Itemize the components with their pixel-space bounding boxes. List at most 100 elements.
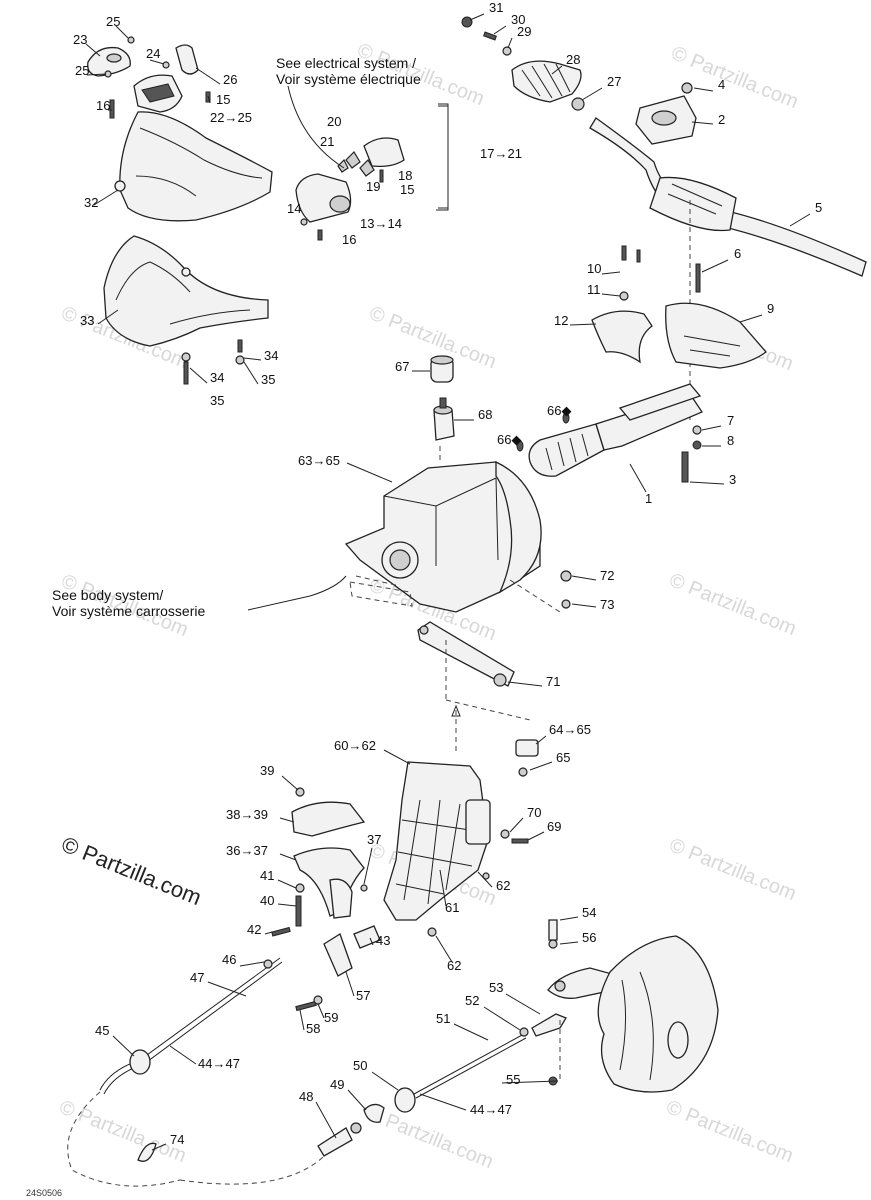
- part-label: 51: [436, 1011, 450, 1026]
- part-label: 66◆: [547, 403, 571, 418]
- part-label: 42: [247, 922, 261, 937]
- part-label: 19: [366, 179, 380, 194]
- part-label: 7: [727, 413, 734, 428]
- part-5-handlebar: [589, 117, 867, 277]
- part-label: 27: [607, 74, 621, 89]
- part-label: 66◆: [497, 432, 521, 447]
- part-label: 22→25: [210, 110, 252, 125]
- part-label: 13→14: [360, 216, 402, 231]
- lever-group: [417, 621, 539, 777]
- part-label: 73: [600, 597, 614, 612]
- part-label: 31: [489, 0, 503, 15]
- part-label: 41: [260, 868, 274, 883]
- part-label: 2: [718, 112, 725, 127]
- part-57-link: [323, 933, 353, 977]
- part-label: 56: [582, 930, 596, 945]
- part-label: 62: [447, 958, 461, 973]
- note-electrical-line2: Voir système électrique: [276, 71, 421, 87]
- part-12-cover: [591, 310, 653, 364]
- part-label: 34: [210, 370, 224, 385]
- part-label: 25: [106, 14, 120, 29]
- part-label: 47: [190, 970, 204, 985]
- part-label: 16: [96, 98, 110, 113]
- part-43-sleeve: [353, 925, 381, 949]
- note-body-line2: Voir système carrosserie: [52, 603, 205, 619]
- part-label: 40: [260, 893, 274, 908]
- part-label: 37: [367, 832, 381, 847]
- handlebar-group: [461, 16, 867, 420]
- part-label: 5: [815, 200, 822, 215]
- part-label: 46: [222, 952, 236, 967]
- part-label: 12: [554, 313, 568, 328]
- part-label: 36→37: [226, 843, 268, 858]
- part-label: 53: [489, 980, 503, 995]
- faint-watermark: © Partzilla.com: [666, 569, 799, 640]
- leader-lines: [85, 13, 811, 1151]
- diagram-code: 24S0506: [26, 1188, 62, 1198]
- part-53-rod-end: [531, 1013, 567, 1037]
- part-label: 15: [216, 92, 230, 107]
- watermark: © Partzilla.com: [58, 831, 205, 910]
- steering-column-group: [516, 245, 767, 483]
- part-49-clip: [363, 1103, 385, 1123]
- part-label: 6: [734, 246, 741, 261]
- switch-group: [295, 103, 449, 241]
- part-label: 57: [356, 988, 370, 1003]
- part-label: 34: [264, 348, 278, 363]
- notes: See electrical system / Voir système éle…: [52, 55, 421, 619]
- part-label: 29: [517, 24, 531, 39]
- part-label: 50: [353, 1058, 367, 1073]
- part-label: 71: [546, 674, 560, 689]
- part-label: 32: [84, 195, 98, 210]
- part-label: 63→65: [298, 453, 340, 468]
- part-38-clamp-top: [291, 801, 366, 837]
- part-nozzle: [597, 935, 719, 1093]
- part-label: 44→47: [198, 1056, 240, 1071]
- part-label: 28: [566, 52, 580, 67]
- part-label: 70: [527, 805, 541, 820]
- part-label: 10: [587, 261, 601, 276]
- part-label: 16: [342, 232, 356, 247]
- part-label: 69: [547, 819, 561, 834]
- part-label: 20: [327, 114, 341, 129]
- part-9-column-cover: [665, 302, 767, 369]
- clamp-group: [271, 787, 381, 1012]
- part-label: 3: [729, 472, 736, 487]
- part-33-inner-cover: [103, 235, 269, 347]
- part-32-cover: [119, 111, 273, 222]
- note-body-line1: See body system/: [52, 587, 163, 603]
- part-60-bracket: [383, 761, 489, 921]
- part-label: 72: [600, 568, 614, 583]
- bracket-group: [383, 761, 529, 937]
- part-28-grip: [511, 60, 582, 103]
- part-label: 44→47: [470, 1102, 512, 1117]
- part-label: 8: [727, 433, 734, 448]
- part-label: 4: [718, 77, 725, 92]
- part-label: 21: [320, 134, 334, 149]
- part-label: 62: [496, 878, 510, 893]
- part-1-steering-stem: [528, 423, 605, 477]
- part-label: 45: [95, 1023, 109, 1038]
- part-label: 43: [376, 933, 390, 948]
- part-label: 30: [511, 12, 525, 27]
- part-label: 9: [767, 301, 774, 316]
- part-label: 48: [299, 1089, 313, 1104]
- part-50-fitting: [394, 1087, 416, 1113]
- part-71-lever: [417, 621, 515, 687]
- part-label: 14: [287, 201, 301, 216]
- part-48-sleeve: [317, 1127, 353, 1157]
- part-26-clip: [175, 44, 199, 75]
- part-label: 38→39: [226, 807, 268, 822]
- part-label: 39: [260, 763, 274, 778]
- handlebar-cover-group: [87, 36, 273, 222]
- part-label: 61: [445, 900, 459, 915]
- part-label: 1: [645, 491, 652, 506]
- part-label: 68: [478, 407, 492, 422]
- part-label: 25: [75, 63, 89, 78]
- part-label: 64→65: [549, 722, 591, 737]
- part-label: 54: [582, 905, 596, 920]
- faint-watermark: © Partzilla.com: [663, 1096, 796, 1167]
- part-label: 74: [170, 1132, 184, 1147]
